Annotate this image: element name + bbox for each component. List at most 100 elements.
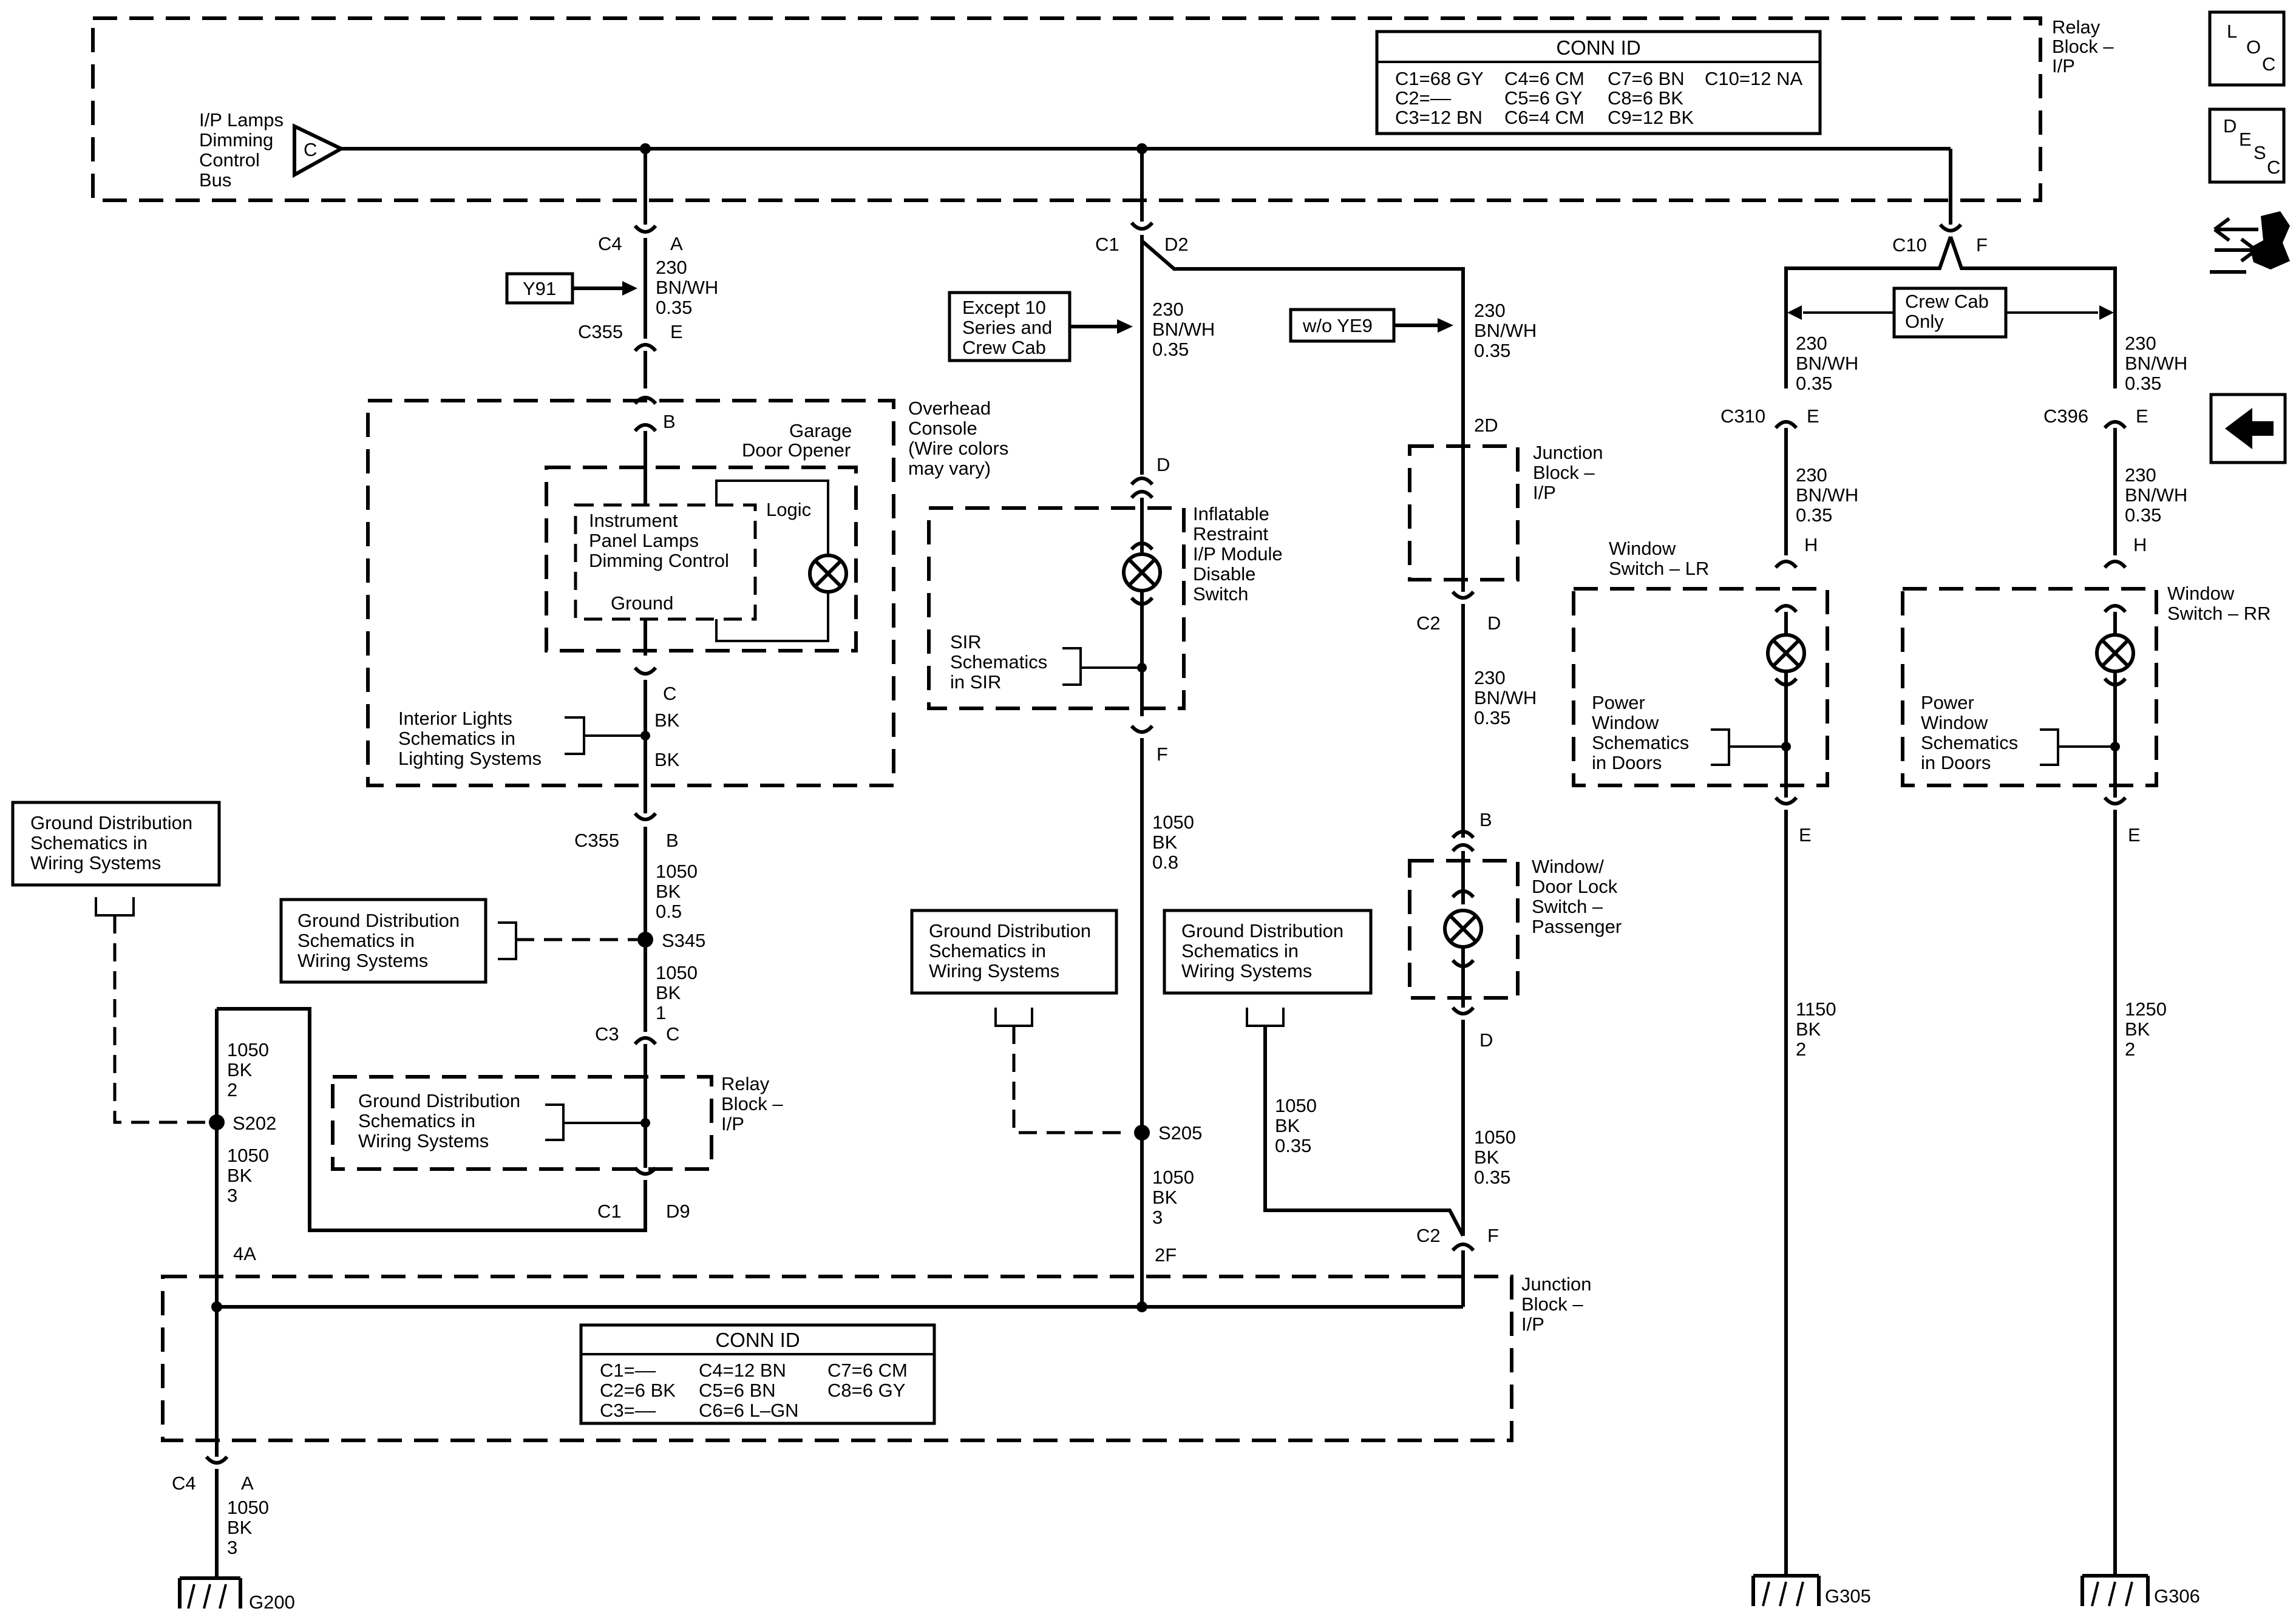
oc-b-connector — [633, 396, 657, 405]
svg-text:Ground Distribution: Ground Distribution — [358, 1090, 520, 1111]
bk-labels: BK BK — [654, 710, 680, 770]
svg-text:I/P: I/P — [2052, 55, 2075, 76]
svg-text:3: 3 — [1152, 1207, 1163, 1228]
svg-text:F: F — [1976, 234, 1988, 256]
svg-text:Crew Cab: Crew Cab — [1905, 291, 1989, 312]
s345-label: S345 — [662, 930, 705, 951]
svg-text:2: 2 — [227, 1079, 237, 1100]
svg-text:Wiring Systems: Wiring Systems — [358, 1130, 489, 1151]
svg-text:w/o YE9: w/o YE9 — [1302, 315, 1373, 336]
svg-text:3: 3 — [227, 1537, 237, 1558]
svg-text:D2: D2 — [1164, 234, 1189, 255]
c355-top-label: C355 E — [578, 321, 683, 342]
pin-4a: 4A — [233, 1243, 256, 1264]
g200-ground-icon: G200 — [178, 1576, 295, 1613]
svg-text:C7=6 CM: C7=6 CM — [827, 1360, 908, 1381]
svg-text:C4=6 CM: C4=6 CM — [1504, 68, 1584, 89]
svg-text:Switch –: Switch – — [1532, 896, 1603, 917]
svg-text:BN/WH: BN/WH — [1474, 320, 1537, 341]
svg-text:Power: Power — [1592, 692, 1645, 713]
svg-text:Window/: Window/ — [1532, 856, 1604, 877]
svg-text:Schematics in: Schematics in — [398, 728, 515, 749]
c355-top-connector — [633, 343, 657, 353]
col1-wire2-label: 1050 BK 0.5 — [656, 861, 698, 922]
svg-text:C: C — [304, 139, 317, 160]
wrench-connector-icon[interactable] — [2210, 211, 2290, 274]
loc-button[interactable]: L O C — [2208, 10, 2286, 87]
svg-text:G305: G305 — [1825, 1585, 1871, 1607]
svg-text:0.35: 0.35 — [1275, 1135, 1311, 1156]
c4-top-label: C4 A — [598, 233, 683, 254]
svg-text:1050: 1050 — [656, 962, 698, 983]
svg-text:0.5: 0.5 — [656, 901, 682, 922]
gds-345-reference: Ground Distribution Schematics in Wiring… — [279, 898, 637, 984]
svg-text:Relay: Relay — [721, 1073, 770, 1094]
svg-text:BK: BK — [654, 710, 680, 731]
col2-d-pin: D — [1156, 454, 1170, 475]
svg-text:BK: BK — [227, 1517, 253, 1538]
svg-text:E: E — [2136, 405, 2148, 427]
svg-text:Window: Window — [1921, 712, 1988, 733]
svg-text:230: 230 — [656, 257, 687, 278]
svg-text:Window: Window — [1592, 712, 1659, 733]
c4-bottom-connector — [205, 1455, 229, 1465]
c1-d9-connector — [633, 1166, 657, 1176]
pin-2f: 2F — [1155, 1244, 1177, 1266]
svg-text:C6=4 CM: C6=4 CM — [1504, 107, 1584, 128]
svg-text:Ground: Ground — [611, 592, 673, 614]
interior-lights-reference: Interior Lights Schematics in Lighting S… — [398, 708, 645, 769]
svg-text:Wiring Systems: Wiring Systems — [30, 852, 161, 873]
svg-text:BK: BK — [1796, 1019, 1821, 1040]
svg-text:Console: Console — [908, 418, 977, 439]
svg-text:Control: Control — [199, 149, 260, 171]
svg-text:Schematics: Schematics — [950, 651, 1047, 673]
svg-text:BN/WH: BN/WH — [1796, 484, 1858, 506]
col2-d-connector — [1130, 476, 1154, 486]
c396-label: C396 E — [2043, 405, 2148, 427]
svg-text:Dimming: Dimming — [199, 129, 273, 151]
dimming-bus-triangle-icon: C — [293, 123, 345, 178]
svg-text:0.35: 0.35 — [1474, 707, 1510, 728]
svg-text:C: C — [666, 1023, 679, 1045]
svg-text:Garage: Garage — [789, 420, 852, 441]
svg-text:Ground Distribution: Ground Distribution — [297, 910, 460, 931]
svg-text:C4: C4 — [172, 1473, 196, 1494]
svg-text:C10: C10 — [1892, 234, 1927, 256]
bottom-left-wire-label: 1050 BK 3 — [227, 1497, 269, 1558]
svg-text:Ground Distribution: Ground Distribution — [30, 812, 192, 833]
svg-text:G200: G200 — [249, 1592, 295, 1613]
relay-block-top-outline — [91, 16, 2042, 202]
col2-f-pin: F — [1156, 744, 1168, 765]
svg-text:D: D — [1487, 612, 1501, 634]
except-10-option-box: Except 10 Series and Crew Cab — [948, 291, 1133, 362]
s202-wire-top-label: 1050 BK 2 — [227, 1039, 269, 1100]
s202-wire-bot-label: 1050 BK 3 — [227, 1145, 269, 1206]
back-arrow-button[interactable] — [2209, 393, 2287, 464]
svg-text:BK: BK — [227, 1165, 253, 1186]
ipl-dimming-control-outline — [574, 503, 757, 621]
svg-text:BN/WH: BN/WH — [656, 277, 718, 298]
col3-d-pin: D — [1479, 1029, 1493, 1051]
oc-c-pin: C — [663, 683, 676, 704]
svg-text:C355: C355 — [578, 321, 623, 342]
svg-text:1150: 1150 — [1796, 998, 1836, 1020]
desc-button[interactable]: D E S C — [2208, 107, 2286, 184]
gds-left-reference: Ground Distribution Schematics in Wiring… — [11, 801, 221, 1124]
lr-h-pin: H — [1804, 534, 1818, 555]
col3-c2-connector — [1451, 590, 1475, 600]
col2-wire2-label: 1050 BK 0.8 — [1152, 812, 1194, 873]
c10-connector — [1938, 223, 1963, 232]
svg-text:0.35: 0.35 — [1152, 339, 1189, 360]
svg-text:Door Opener: Door Opener — [742, 439, 851, 461]
svg-text:Schematics: Schematics — [1921, 732, 2018, 753]
svg-text:C10=12 NA: C10=12 NA — [1705, 68, 1802, 89]
svg-text:S: S — [2254, 142, 2266, 163]
svg-text:in Doors: in Doors — [1921, 752, 1991, 773]
svg-text:BN/WH: BN/WH — [1796, 353, 1858, 374]
svg-text:E: E — [670, 321, 683, 342]
svg-text:(Wire colors: (Wire colors — [908, 438, 1008, 459]
svg-text:2: 2 — [2125, 1039, 2135, 1060]
svg-text:Except 10: Except 10 — [962, 297, 1046, 318]
svg-text:C1=68 GY: C1=68 GY — [1395, 68, 1484, 89]
col3-wire1-label: 230 BN/WH 0.35 — [1474, 300, 1537, 361]
